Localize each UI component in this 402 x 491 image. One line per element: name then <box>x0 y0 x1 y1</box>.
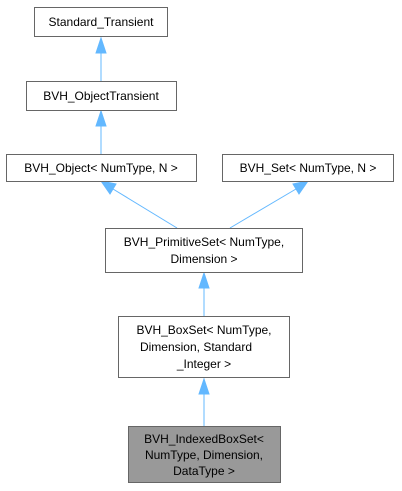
arrowhead-boxset <box>198 377 210 395</box>
edge-primitiveset-to-set <box>229 188 297 229</box>
node-label: BVH_ObjectTransient <box>43 89 159 103</box>
node-bvh-box-set[interactable]: BVH_BoxSet< NumType, Dimension, Standard… <box>118 316 290 378</box>
arrowhead-set <box>292 180 310 195</box>
node-bvh-primitive-set[interactable]: BVH_PrimitiveSet< NumType, Dimension > <box>105 228 303 273</box>
node-label: BVH_Object< NumType, N > <box>24 161 177 175</box>
node-label: BVH_Set< NumType, N > <box>240 161 377 175</box>
node-label-line-2: Dimension, Standard <box>140 340 252 354</box>
node-bvh-indexed-box-set[interactable]: BVH_IndexedBoxSet< NumType, Dimension, D… <box>128 426 281 483</box>
node-label-line-1: BVH_IndexedBoxSet< <box>144 432 264 446</box>
node-label-line-2: Dimension > <box>170 252 237 266</box>
arrowhead-object <box>99 180 117 195</box>
arrowhead-standardtransient <box>95 36 107 54</box>
node-standard-transient[interactable]: Standard_Transient <box>34 7 168 37</box>
edge-primitiveset-to-object <box>112 188 178 229</box>
node-label: Standard_Transient <box>49 15 155 29</box>
node-label-line-1: BVH_PrimitiveSet< NumType, <box>124 235 284 249</box>
node-label-line-2: NumType, Dimension, <box>145 448 263 462</box>
arrowhead-objecttransient <box>95 109 107 127</box>
node-bvh-set[interactable]: BVH_Set< NumType, N > <box>222 154 394 182</box>
node-bvh-object[interactable]: BVH_Object< NumType, N > <box>6 154 197 182</box>
arrowhead-primitiveset <box>198 271 210 289</box>
node-bvh-object-transient[interactable]: BVH_ObjectTransient <box>26 81 177 111</box>
edges <box>95 36 310 426</box>
node-label-line-1: BVH_BoxSet< NumType, <box>136 323 271 337</box>
node-label-line-3: _Integer > <box>176 357 231 371</box>
node-label-line-3: DataType > <box>173 464 235 478</box>
